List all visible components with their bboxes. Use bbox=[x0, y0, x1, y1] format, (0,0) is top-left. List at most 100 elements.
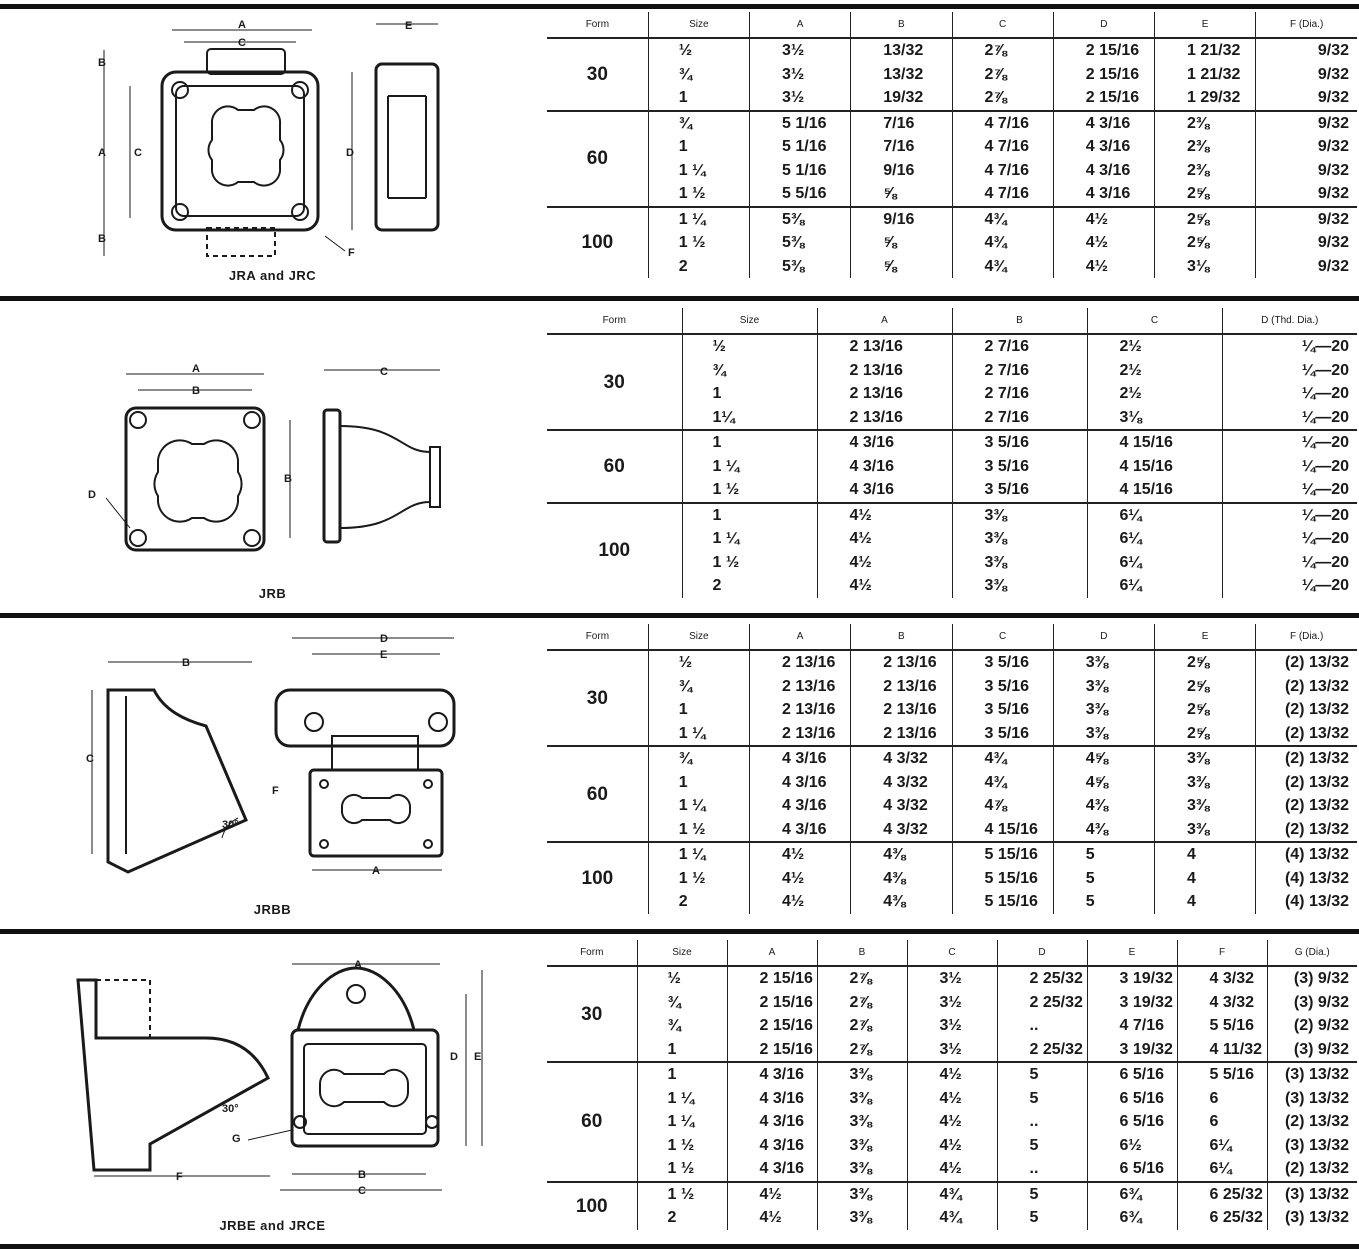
cell-value: 2 7/16 bbox=[984, 385, 1029, 402]
cell-value: 6¼ bbox=[1209, 1136, 1232, 1154]
column-header: A bbox=[816, 308, 952, 335]
cell-value: 3 19/32 bbox=[1119, 993, 1173, 1011]
drawing-jrb: A B C B D bbox=[0, 302, 545, 613]
cell-value: 3⅛ bbox=[1119, 408, 1142, 426]
form-cell: 60 bbox=[547, 109, 649, 207]
cell-value: 1 21/32 bbox=[1187, 65, 1241, 83]
cell-value: 9/32 bbox=[1317, 114, 1349, 132]
bottom-rule bbox=[0, 1244, 1359, 1249]
cell-value: (3) 9/32 bbox=[1293, 970, 1349, 987]
drawing-jrbe-jrce: A D E 30° G B C F bbox=[0, 934, 545, 1244]
form-cell: 60 bbox=[547, 429, 682, 503]
cell-value: 9/32 bbox=[1317, 234, 1349, 251]
cell-value: (3) 13/32 bbox=[1284, 1136, 1349, 1154]
cell-value: 3 5/16 bbox=[984, 701, 1029, 718]
cell-value: 2 7/16 bbox=[984, 338, 1029, 355]
cell-value: 4½ bbox=[782, 846, 805, 863]
cell-value: 2⅞ bbox=[849, 1040, 872, 1058]
cell-value: (2) 9/32 bbox=[1293, 1017, 1349, 1034]
cell-value: 5 bbox=[1029, 1209, 1039, 1226]
cell-value: 9/32 bbox=[1317, 42, 1349, 59]
dim-label: D bbox=[450, 1051, 458, 1063]
cell-value: 4 7/16 bbox=[984, 185, 1029, 202]
cell-value: 9/16 bbox=[883, 161, 915, 179]
cell-value: 4 bbox=[1187, 869, 1196, 887]
column-header: A bbox=[748, 12, 851, 39]
cell-value: 1 ½ bbox=[667, 1185, 695, 1203]
cell-value: 3⅜ bbox=[984, 530, 1007, 547]
drawing-caption: JRA and JRC bbox=[228, 268, 317, 283]
cell-value: 9/32 bbox=[1317, 138, 1349, 155]
cell-value: ¾ bbox=[678, 677, 693, 695]
cell-value: 3⅜ bbox=[1187, 797, 1210, 814]
cell-value: 2 bbox=[712, 577, 722, 594]
dim-label: 30° bbox=[222, 819, 239, 831]
cell-value: 4 3/16 bbox=[1085, 161, 1131, 179]
cell-value: 4¾ bbox=[984, 234, 1007, 251]
column-header: Size bbox=[647, 624, 750, 651]
cell-value: ¼—20 bbox=[1301, 361, 1349, 379]
dim-label: A bbox=[372, 865, 380, 877]
cell-value: 2 13/16 bbox=[849, 385, 903, 402]
cell-value: 4½ bbox=[1085, 210, 1108, 228]
jra-jrc-illustration: A C E B A C D B F bbox=[98, 19, 440, 259]
cell-value: 2⅜ bbox=[1187, 114, 1210, 132]
cell-value: 5 bbox=[1029, 1185, 1039, 1203]
cell-value: ¾ bbox=[712, 361, 726, 379]
dim-label: F bbox=[272, 785, 279, 797]
cell-value: 3½ bbox=[939, 1040, 962, 1058]
cell-value: 2 25/32 bbox=[1029, 993, 1083, 1011]
column-header: Size bbox=[636, 940, 727, 967]
cell-value: 3 5/16 bbox=[984, 457, 1029, 475]
cell-value: 4½ bbox=[849, 530, 872, 547]
cell-value: 19/32 bbox=[883, 89, 924, 106]
cell-value: 4 bbox=[1187, 846, 1196, 863]
cell-value: 3 5/16 bbox=[984, 434, 1029, 451]
cell-value: 4¾ bbox=[984, 257, 1007, 275]
cell-value: 4 3/32 bbox=[1209, 993, 1254, 1011]
cell-value: 6¼ bbox=[1119, 506, 1142, 524]
cell-value: 4½ bbox=[939, 1113, 962, 1130]
cell-value: 4¾ bbox=[984, 750, 1007, 767]
cell-value: 4⅞ bbox=[984, 797, 1007, 814]
cell-value: 3½ bbox=[939, 1017, 962, 1034]
cell-value: 4½ bbox=[939, 1136, 962, 1154]
dim-label: A bbox=[238, 19, 246, 31]
cell-value: 2 15/16 bbox=[1085, 42, 1140, 59]
dim-label: E bbox=[405, 20, 412, 32]
column-header: B bbox=[951, 308, 1087, 335]
dim-label: B bbox=[182, 657, 190, 669]
cell-value: 2 bbox=[678, 257, 688, 275]
column-header: D (Thd. Dia.) bbox=[1221, 308, 1357, 335]
cell-value: .. bbox=[1029, 1113, 1039, 1130]
column-header: Size bbox=[681, 308, 817, 335]
cell-value: ⅝ bbox=[883, 234, 897, 251]
cell-value: ¼—20 bbox=[1301, 577, 1349, 594]
cell-value: 1 ¼ bbox=[678, 161, 706, 179]
cell-value: 4 11/32 bbox=[1209, 1040, 1263, 1058]
cell-value: 9/16 bbox=[883, 210, 915, 228]
cell-value: (3) 13/32 bbox=[1284, 1185, 1349, 1203]
cell-value: 6¼ bbox=[1119, 530, 1142, 547]
